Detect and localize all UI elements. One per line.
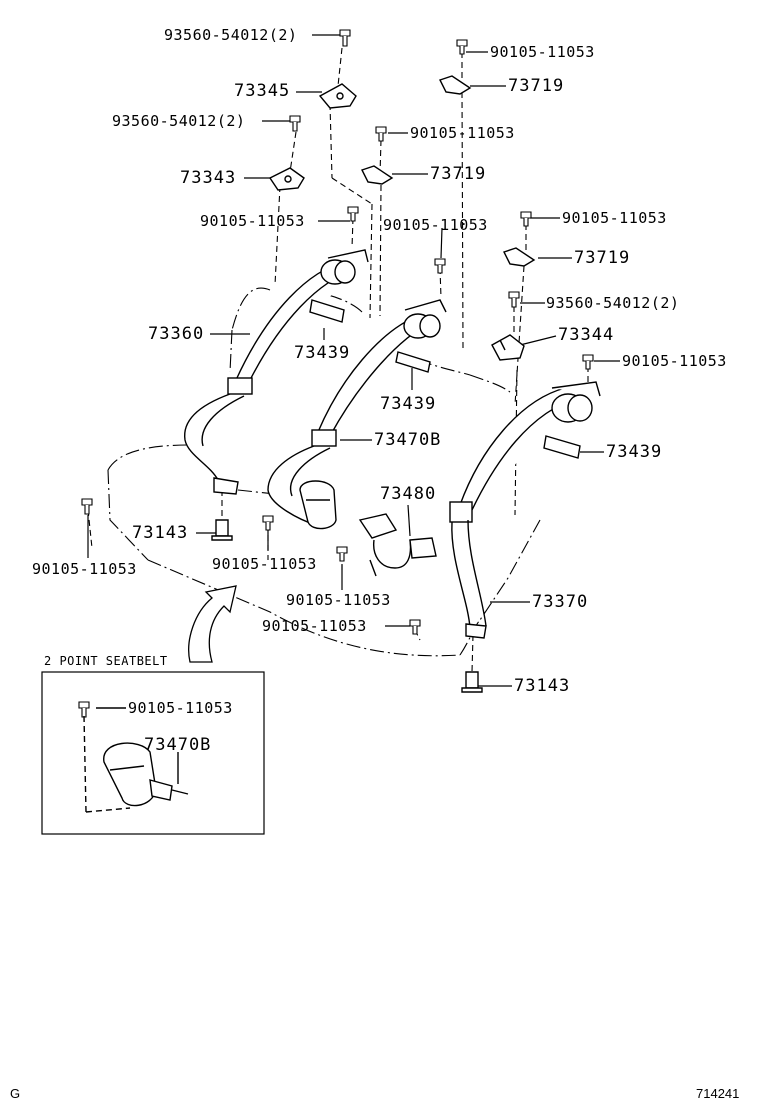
- belt-73370: [449, 381, 601, 639]
- spacer-73143: [211, 519, 483, 693]
- label-spacer-73143-b: 73143: [514, 676, 571, 696]
- label-plate-73439-c: 73439: [606, 442, 663, 462]
- bracket-73719: [361, 75, 536, 267]
- inset-2-point-seatbelt: [41, 671, 265, 835]
- label-anchor-73345: 73345: [234, 81, 291, 101]
- label-anchor-73344: 73344: [558, 325, 615, 345]
- label-bolt-90105-i: 90105-11053: [286, 591, 391, 609]
- label-bolt-90105-c: 90105-11053: [200, 212, 305, 230]
- mounting-lines: [87, 47, 589, 673]
- label-buckle-73480: 73480: [380, 484, 437, 504]
- inset-label-bolt: 90105-11053: [128, 699, 233, 717]
- anchor-cover-73345: [318, 83, 357, 109]
- inset-label-part: 73470B: [144, 735, 212, 755]
- label-cover-73719-a: 73719: [508, 76, 565, 96]
- footer-left-code: G: [10, 1086, 21, 1101]
- label-plate-73439-a: 73439: [294, 343, 351, 363]
- callout-arrow: [188, 585, 237, 663]
- buckle-73480: [299, 480, 437, 577]
- label-cover-73719-b: 73719: [430, 164, 487, 184]
- label-bolt-90105-h: 90105-11053: [32, 560, 137, 578]
- inset-title: 2 POINT SEATBELT: [44, 654, 168, 668]
- belt-73360: [184, 249, 369, 495]
- label-leaders: [87, 34, 620, 687]
- label-bolt-90105-a: 90105-11053: [490, 43, 595, 61]
- label-plate-73439-b: 73439: [380, 394, 437, 414]
- anchor-cover-73344: [491, 334, 525, 361]
- label-screw-93560-mid: 93560-54012(2): [112, 112, 246, 130]
- label-belt-73370: 73370: [532, 592, 589, 612]
- label-screw-93560-right: 93560-54012(2): [546, 294, 680, 312]
- label-bolt-90105-g: 90105-11053: [212, 555, 317, 573]
- label-bolt-90105-b: 90105-11053: [410, 124, 515, 142]
- plate-73439: [309, 299, 581, 459]
- label-anchor-73343: 73343: [180, 168, 237, 188]
- inset-belt-73470b: [103, 742, 189, 807]
- label-belt-73360: 73360: [148, 324, 205, 344]
- label-cover-73719-c: 73719: [574, 248, 631, 268]
- label-belt-73470b: 73470B: [374, 430, 442, 450]
- label-bolt-90105-f: 90105-11053: [622, 352, 727, 370]
- bolt-icon: [78, 29, 594, 718]
- label-spacer-73143-a: 73143: [132, 523, 189, 543]
- label-screw-93560-top: 93560-54012(2): [164, 26, 298, 44]
- anchor-cover-73343: [268, 167, 305, 191]
- label-bolt-90105-e: 90105-11053: [562, 209, 667, 227]
- footer-figure-number: 714241: [696, 1086, 740, 1101]
- label-bolt-90105-j: 90105-11053: [262, 617, 367, 635]
- label-bolt-90105-d: 90105-11053: [383, 216, 488, 234]
